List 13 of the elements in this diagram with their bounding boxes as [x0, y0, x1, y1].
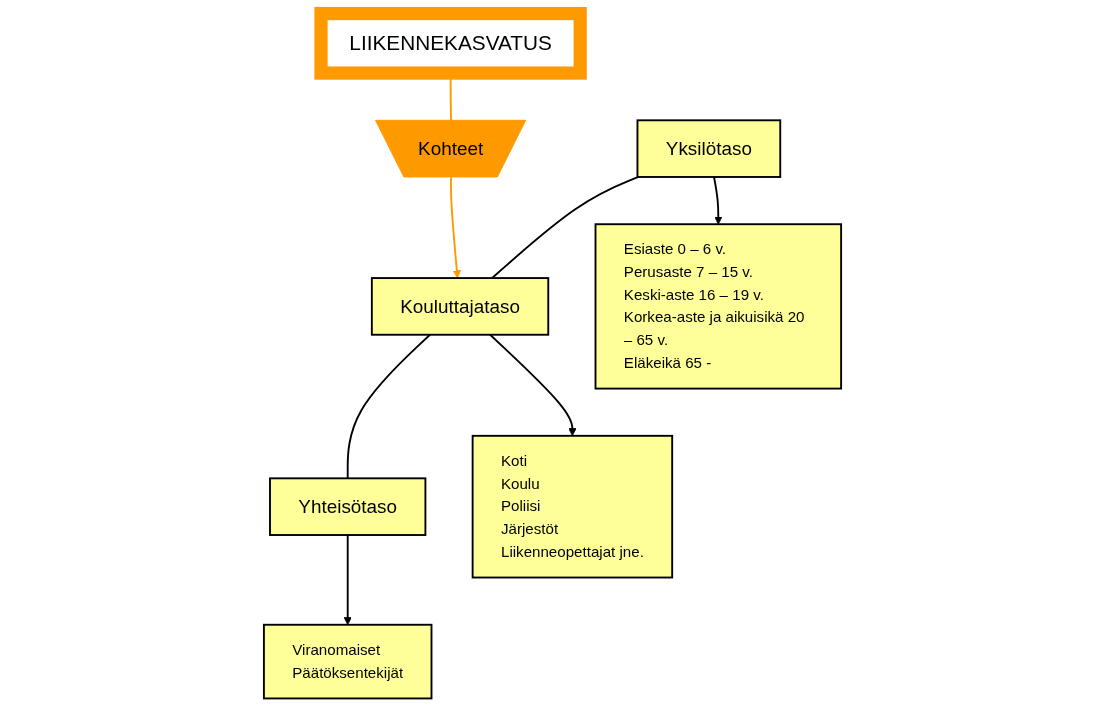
node-box: LIIKENNEKASVATUS	[314, 6, 588, 80]
arrow	[344, 533, 353, 625]
arrow	[489, 333, 578, 436]
node-box: Kouluttajataso	[371, 276, 550, 336]
node-box: Yhteisötaso	[269, 476, 427, 536]
arrow	[450, 176, 462, 278]
node-box: Yksilötaso	[637, 118, 782, 178]
connector	[347, 333, 432, 479]
node-box: Koti Koulu Poliisi Järjestöt Liikenneopettajat jne.	[472, 434, 674, 578]
node-box: Esiaste 0 – 6 v. Perusaste 7 – 15 v. Keski-aste 16 – 19 v. Korkea-aste ja aikuisikä 20 – 65 v. Eläkeikä 65 -	[595, 222, 843, 390]
connector	[491, 175, 640, 279]
arrow	[713, 175, 723, 225]
node-box: Viranomaiset Päätöksentekijät	[263, 623, 433, 699]
